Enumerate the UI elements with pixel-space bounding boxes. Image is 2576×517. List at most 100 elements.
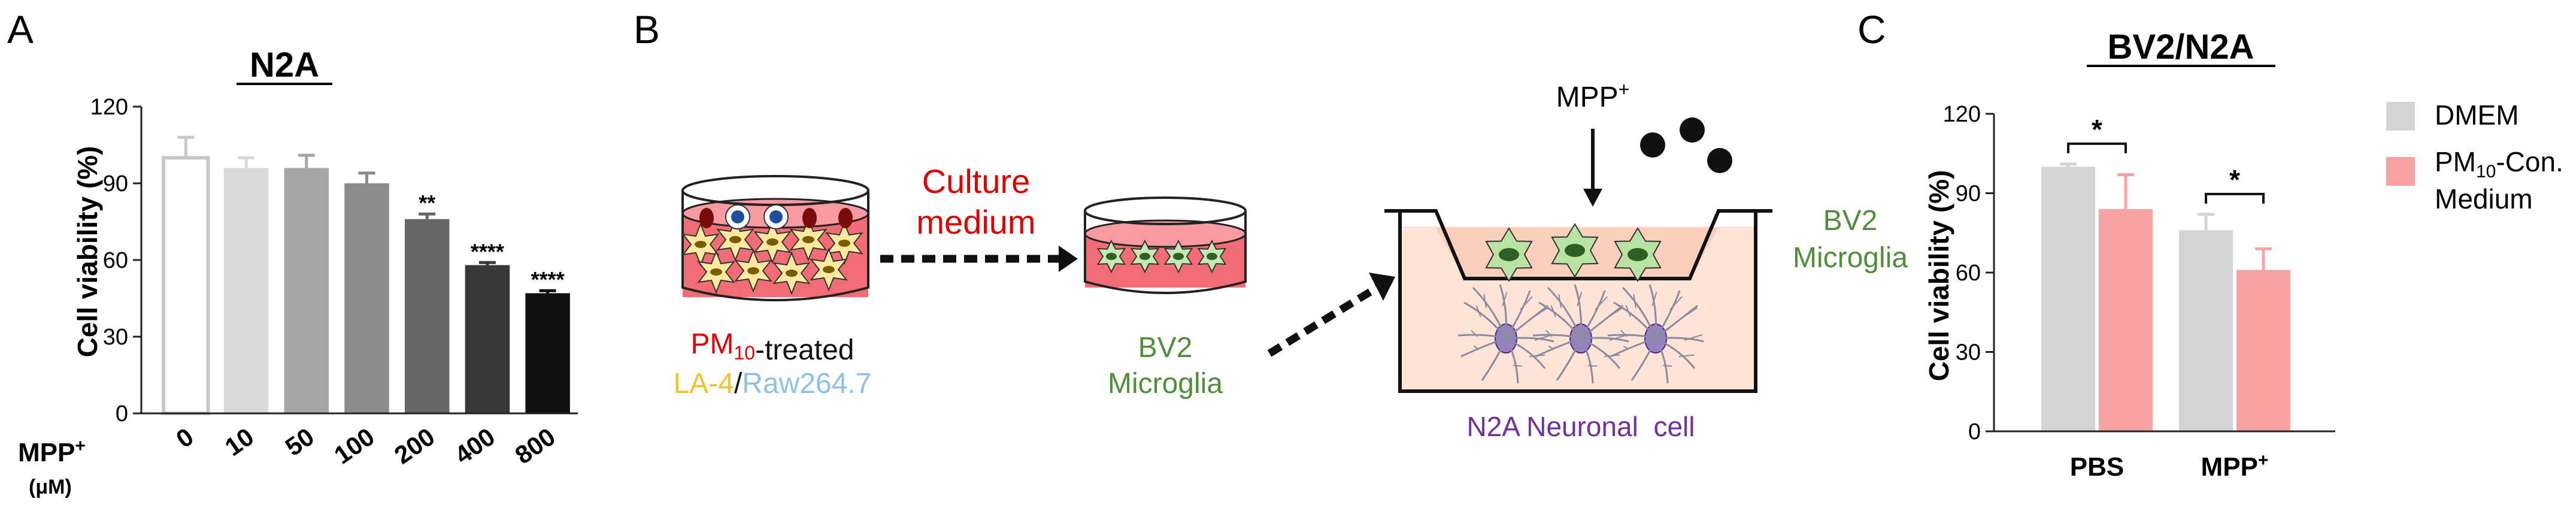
chart-c-y-tick-label: 30 <box>1956 340 1981 365</box>
mpp-arrow <box>1583 129 1602 207</box>
mpp-particle <box>1707 148 1732 173</box>
neuron-dendrite-branch <box>1473 345 1480 350</box>
neuron-dendrite-branch <box>1623 345 1629 350</box>
panel-label-b: B <box>634 7 660 52</box>
dish-treated-cells <box>681 204 863 295</box>
neuron-dendrite <box>1610 337 1656 358</box>
chart-c-y-tick-label: 60 <box>1956 261 1981 286</box>
pm-particle <box>699 208 714 228</box>
neuron-dendrite-branch <box>1502 292 1508 307</box>
legend-label-pm-medium: PM10-Con. <box>2435 146 2563 182</box>
neuron-dendrite-branch <box>1531 307 1548 319</box>
chart-a-bar <box>344 183 389 413</box>
bv2-cell-nucleus <box>1106 253 1117 260</box>
transwell-label-line2: Microglia <box>1793 242 1908 274</box>
chart-c-bar <box>2099 209 2153 431</box>
chart-a-y-tick-label: 90 <box>103 171 128 196</box>
chart-a-bar <box>525 293 570 413</box>
neuron-dendrite-branch <box>1662 365 1672 367</box>
legend-swatch-dmem <box>2386 102 2415 131</box>
la4-cell-nucleus <box>786 270 798 277</box>
chart-a-x-tick-label: 50 <box>280 422 319 461</box>
chart-a-x-tick-label: 200 <box>389 422 440 470</box>
bv2-cell-nucleus <box>1139 253 1150 260</box>
dashed-arrow-1 <box>880 246 1078 272</box>
chart-a-bars: ********** <box>162 135 570 415</box>
neuron-dendrite <box>1580 337 1621 369</box>
chart-a-x-tick-label: 400 <box>450 422 500 470</box>
neuronal-cell-label: N2A Neuronal cell <box>1467 411 1695 442</box>
chart-c-x-tick-label: MPP+ <box>2201 451 2269 482</box>
panel-label-a: A <box>7 7 34 52</box>
neuron-dendrite-branch <box>1513 365 1523 367</box>
microglia-cell-nucleus <box>1565 244 1585 257</box>
chart-c-y-tick-label: 90 <box>1956 182 1981 207</box>
la4-cell-nucleus <box>823 266 835 273</box>
neuron-dendrite-branch <box>1669 296 1683 310</box>
pm-particle <box>838 208 853 228</box>
neuron-dendrite <box>1505 290 1531 339</box>
bv2-cell-nucleus <box>1173 253 1184 260</box>
neuron-dendrite <box>1472 286 1507 339</box>
neuron-dendrite <box>1580 304 1623 340</box>
treated-caption: PM10-treated <box>690 328 854 366</box>
transwell-microglia-cells <box>1485 223 1662 282</box>
pm-particle <box>802 208 817 228</box>
neuron-dendrite <box>1499 284 1508 339</box>
neuron-dendrite <box>1532 334 1581 340</box>
culture-medium-label-line1: Culture <box>922 162 1031 200</box>
neuron-dendrite-branch <box>1633 294 1636 309</box>
neuron-dendrite-branch <box>1587 365 1598 367</box>
neuron-dendrite <box>1457 334 1507 340</box>
la4-cell-nucleus <box>838 240 850 247</box>
neuron-dendrite <box>1505 304 1548 340</box>
la4-cell-nucleus <box>710 268 722 276</box>
chart-c-y-tick-label: 0 <box>1968 419 1981 445</box>
mpp-particle <box>1640 132 1665 158</box>
bv2-cell-nucleus <box>1207 253 1217 260</box>
dish-treated-wall <box>681 191 869 301</box>
neuron-dendrite-branch <box>1620 329 1628 337</box>
neuron-dendrite-branch <box>1558 294 1562 309</box>
chart-c-legend: DMEM PM10-Con. Medium <box>2386 99 2563 214</box>
neuron-dendrite <box>1580 290 1606 339</box>
chart-c-bars <box>2041 162 2290 431</box>
chart-a-bar <box>162 156 210 415</box>
neuron-dendrite-branch <box>1577 292 1583 307</box>
transwell-label-line1: BV2 <box>1823 205 1878 237</box>
dish-bv2 <box>1084 196 1247 294</box>
cell-line-a-label: LA-4 <box>674 368 734 400</box>
neuron-dendrite-branch <box>1680 307 1698 319</box>
chart-a-x-axis-unit: (μM) <box>29 476 72 498</box>
chart-c-significance-label: * <box>2092 114 2102 145</box>
chart-a-x-tick-label: 800 <box>510 422 560 470</box>
dashed-arrow-2 <box>1267 273 1395 357</box>
neuron-dendrite <box>1613 301 1657 339</box>
neuron-dendrite-branch <box>1545 329 1553 337</box>
neuron-dendrite <box>1648 284 1657 339</box>
neuron-dendrite-branch <box>1595 296 1608 310</box>
cell-line-caption: LA-4/Raw264.7 <box>674 368 872 400</box>
dish-bv2-wall <box>1084 211 1247 294</box>
neuron-dendrite <box>1505 337 1554 343</box>
raw-cell-nucleus <box>731 210 744 223</box>
neuron-dendrite <box>1547 286 1582 339</box>
chart-a-y-axis-label: Cell viability (%) <box>72 146 103 358</box>
neuron-dendrite <box>1631 338 1657 381</box>
dish-bv2-rim <box>1084 196 1247 225</box>
neuron-dendrite <box>1481 338 1507 381</box>
chart-a-significance-label: ** <box>419 191 435 215</box>
cell-line-separator: / <box>734 368 743 400</box>
dish-bv2-cells <box>1096 239 1227 274</box>
chart-c-bar <box>2179 230 2233 431</box>
neuron-dendrite <box>1463 301 1507 339</box>
chart-c-significance-bracket <box>2205 192 2265 204</box>
chart-a-title: N2A <box>250 46 319 84</box>
neuron-dendrite-branch <box>1625 305 1631 318</box>
cell-line-b-label: Raw264.7 <box>742 368 871 400</box>
chart-a-bar <box>465 265 510 413</box>
transwell <box>1384 209 1772 393</box>
neuron-dendrite-branch <box>1678 354 1695 357</box>
